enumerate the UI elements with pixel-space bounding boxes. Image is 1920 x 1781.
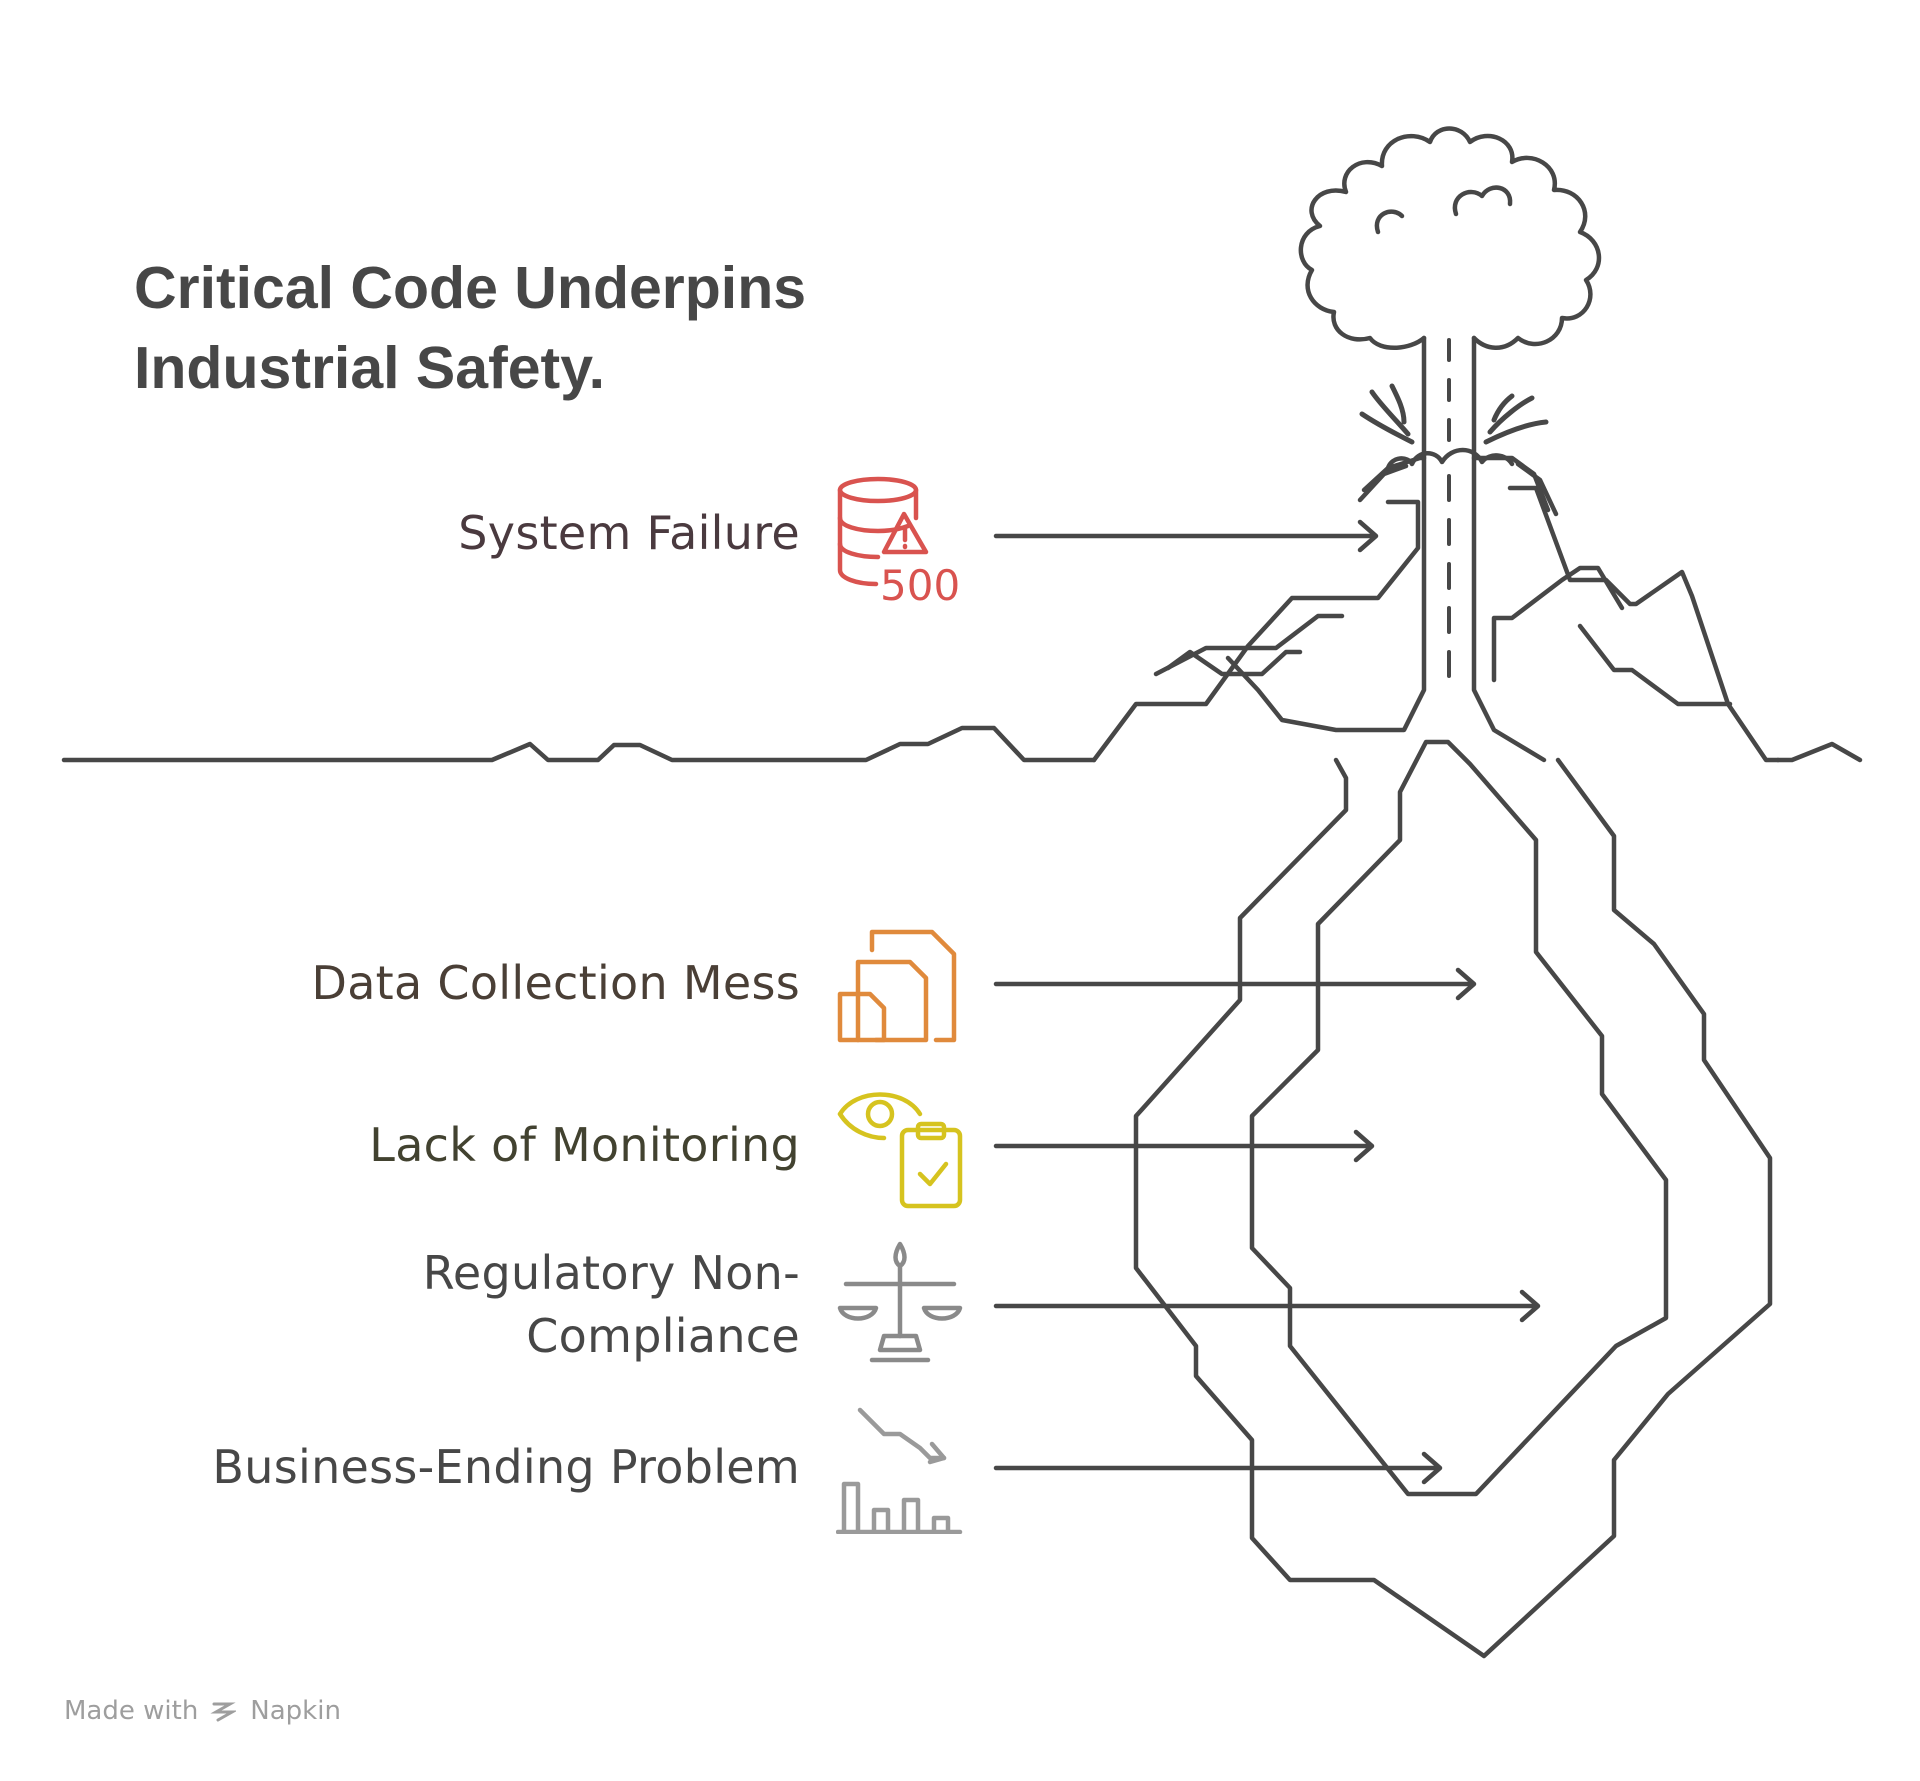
arrow-business-ending — [993, 1451, 1443, 1485]
badge-500: 500 — [880, 561, 960, 604]
footer-brand[interactable]: Napkin — [250, 1696, 341, 1726]
crater-foam — [1385, 447, 1515, 471]
title-line-1: Critical Code Underpins — [134, 255, 807, 321]
label-lack-of-monitoring: Lack of Monitoring — [369, 1118, 800, 1172]
files-icon — [837, 929, 957, 1043]
splash-right — [1483, 393, 1549, 445]
scales-icon — [837, 1241, 963, 1363]
arrow-data-collection — [993, 967, 1477, 1001]
page-title: Critical Code Underpins Industrial Safet… — [134, 248, 1034, 408]
footer-prefix: Made with — [64, 1696, 199, 1726]
eye-clipboard-icon — [837, 1092, 963, 1209]
arrow-system-failure — [993, 519, 1379, 553]
napkin-logo-icon — [210, 1702, 237, 1722]
arrow-monitoring — [993, 1129, 1375, 1163]
ground-line — [61, 725, 1097, 763]
label-regulatory-non-compliance: Regulatory Non- Compliance — [422, 1246, 800, 1363]
iceberg-outer — [1133, 757, 1773, 1659]
volcano-conduit-right — [1471, 335, 1547, 763]
splash-left — [1359, 383, 1415, 445]
mountain-right-slope — [1507, 485, 1781, 763]
iceberg-inner — [1249, 739, 1669, 1497]
mountain-right-inner — [1491, 565, 1625, 683]
volcano-conduit-left — [1225, 335, 1427, 733]
volcano-rim-outer-left — [1357, 463, 1409, 503]
volcano-rim-left — [1361, 455, 1427, 493]
volcano-rim-outer-right — [1515, 461, 1559, 517]
label-system-failure: System Failure — [458, 506, 800, 560]
eruption-cloud — [1298, 126, 1602, 350]
cloud-inner-curl-2 — [1374, 209, 1405, 235]
mountain-left-slope — [1091, 499, 1421, 763]
ground-line-right — [1775, 741, 1863, 763]
cloud-inner-curl — [1452, 185, 1513, 217]
label-business-ending-problem: Business-Ending Problem — [212, 1440, 800, 1494]
database-warning-500-icon: 500 — [837, 476, 960, 604]
mountain-inner-ledge — [1153, 613, 1345, 677]
label-data-collection-mess: Data Collection Mess — [311, 956, 800, 1010]
arrow-regulatory — [993, 1289, 1541, 1323]
footer: Made with Napkin — [64, 1696, 341, 1726]
mountain-right-ridge — [1577, 623, 1733, 707]
declining-chart-icon — [836, 1407, 963, 1534]
title-line-2: Industrial Safety. — [134, 335, 606, 401]
